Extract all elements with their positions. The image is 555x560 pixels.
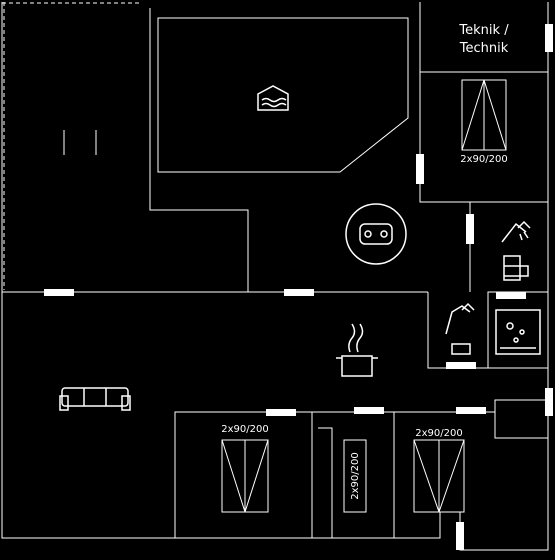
door-shower[interactable] bbox=[446, 362, 476, 369]
door-right-top[interactable] bbox=[545, 24, 553, 52]
closet bbox=[318, 427, 333, 538]
sauna-wall bbox=[487, 292, 548, 369]
bed-bottom-left bbox=[221, 439, 269, 513]
bed-label-bottom-left: 2x90/200 bbox=[221, 424, 268, 435]
pool-basin bbox=[157, 17, 409, 173]
bed-label-bottom-right: 2x90/200 bbox=[415, 428, 462, 439]
door-bedroom-bottom-left[interactable] bbox=[266, 409, 296, 416]
sauna-icon bbox=[495, 309, 541, 355]
shower-icon-bottom bbox=[445, 302, 475, 355]
bed-label-bottom-middle: 2x90/200 bbox=[350, 452, 361, 499]
door-bedroom-bottom-middle[interactable] bbox=[354, 407, 384, 414]
window-marks bbox=[63, 130, 97, 155]
outer-wall bbox=[1, 2, 549, 551]
doors bbox=[44, 24, 553, 550]
bed-bottom-middle bbox=[343, 439, 367, 513]
toilet-icon bbox=[503, 255, 529, 281]
door-bathroom-top[interactable] bbox=[466, 214, 474, 244]
bedroom-top-right-wall bbox=[419, 72, 548, 203]
walls bbox=[1, 2, 549, 551]
shower-icon-top bbox=[501, 220, 531, 243]
door-right-exterior[interactable] bbox=[545, 388, 553, 416]
technik-label-line1: Teknik / bbox=[458, 23, 509, 38]
door-living-mid[interactable] bbox=[284, 289, 314, 296]
cooking-pot-icon bbox=[336, 323, 378, 377]
bed-bottom-right bbox=[413, 439, 465, 513]
right-notch bbox=[494, 399, 548, 438]
bed-top-right bbox=[461, 79, 507, 151]
technik-label-line2: Technik bbox=[459, 41, 509, 56]
whirlpool-icon bbox=[345, 203, 407, 265]
door-bedroom-bottom-right[interactable] bbox=[456, 407, 486, 414]
sofa-icon bbox=[59, 387, 131, 411]
door-bedroom-top-right[interactable] bbox=[416, 154, 424, 184]
pool-room-wall bbox=[149, 8, 428, 293]
bed-label-top-right: 2x90/200 bbox=[460, 154, 507, 165]
door-toilet[interactable] bbox=[496, 292, 526, 299]
door-living-top[interactable] bbox=[44, 289, 74, 296]
pool-icon bbox=[257, 85, 289, 111]
door-bottom[interactable] bbox=[456, 522, 464, 550]
